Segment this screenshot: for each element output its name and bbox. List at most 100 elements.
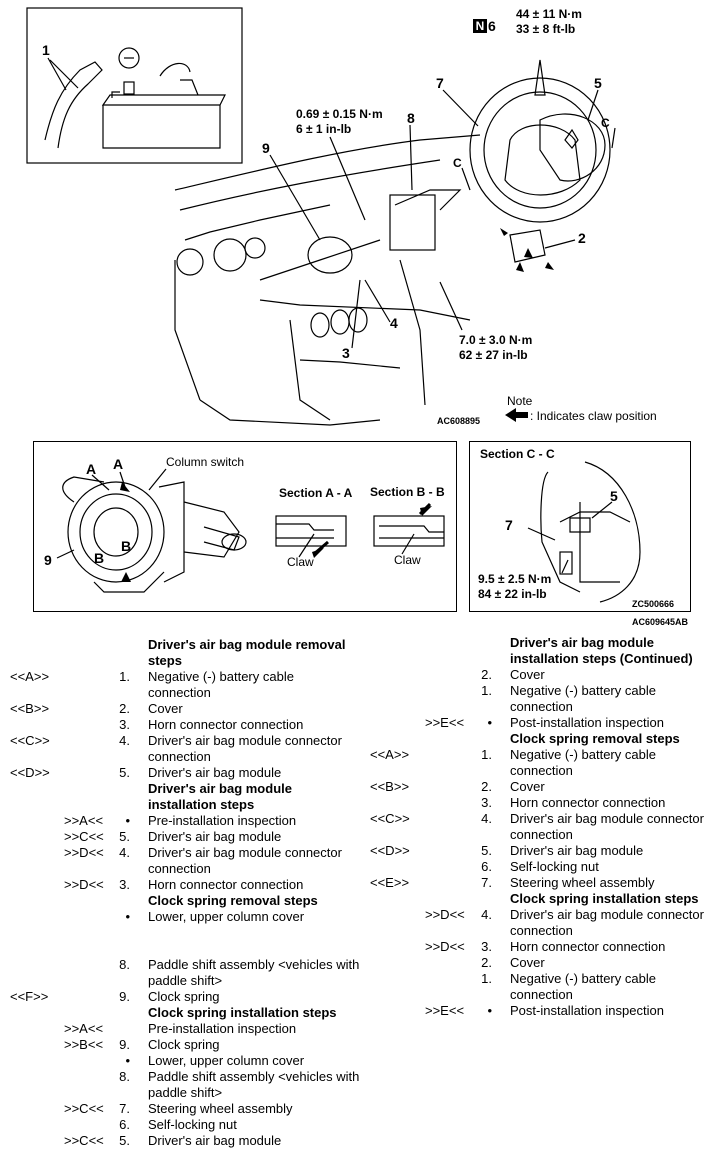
section-heading: Driver's air bag module removal steps (148, 637, 346, 668)
step-number: 7. (481, 875, 492, 890)
callout-7-cc: 7 (505, 517, 513, 533)
step-number: 4. (481, 907, 492, 922)
step-number: 2. (481, 667, 492, 682)
torque-low-inlb: 62 ± 27 in-lb (459, 348, 528, 362)
step-text: Driver's air bag module (148, 1133, 282, 1148)
step-number: 2. (481, 955, 492, 970)
callout-7: 7 (436, 75, 444, 91)
step-number: 4. (481, 811, 492, 826)
step-tag: <<A>> (370, 747, 410, 762)
callout-5: 5 (594, 75, 602, 91)
step-tag: >>A<< (64, 1021, 104, 1036)
torque-mid-inlb: 6 ± 1 in-lb (296, 122, 352, 136)
step-tag: >>C<< (64, 829, 104, 844)
step-tag: <<C>> (10, 733, 50, 748)
callout-6: 6 (488, 18, 496, 34)
step-tag: >>B<< (64, 1037, 104, 1052)
claw-arrow-icon (505, 408, 528, 422)
section-ab-drawing (56, 468, 445, 593)
step-tag: >>A<< (64, 813, 104, 828)
step-text: Cover (510, 955, 545, 970)
step-text: Post-installation inspection (510, 715, 664, 730)
step-tag: >>C<< (64, 1133, 104, 1148)
figure-code-fig: AC609645AB (632, 617, 689, 627)
step-number: • (487, 715, 492, 730)
step-number: 5. (481, 843, 492, 858)
step-text: Cover (510, 667, 545, 682)
step-text: Negative (-) battery cable connection (148, 669, 294, 700)
step-number: 3. (481, 939, 492, 954)
nut-badge-bg (473, 19, 487, 33)
step-text: Clock spring (148, 1037, 220, 1052)
section-heading: Driver's air bag module installation ste… (148, 781, 292, 812)
step-number: • (125, 813, 130, 828)
step-text: Post-installation inspection (510, 1003, 664, 1018)
step-tag: <<D>> (370, 843, 410, 858)
label-a-left: A (86, 461, 97, 477)
figure-code-cc: ZC500666 (632, 599, 675, 609)
callout-5-cc: 5 (610, 488, 618, 504)
nut-badge: N (475, 19, 485, 33)
step-text: Lower, upper column cover (148, 1053, 305, 1068)
torque-top-nm: 44 ± 11 N·m (516, 7, 582, 21)
label-claw-a: Claw (287, 555, 314, 569)
step-number: 1. (481, 747, 492, 762)
step-number: 5. (119, 829, 130, 844)
label-section-aa: Section A - A (279, 486, 353, 500)
callout-4: 4 (390, 315, 398, 331)
torque-low-nm: 7.0 ± 3.0 N·m (459, 333, 533, 347)
step-number: • (125, 909, 130, 924)
step-number: 6. (481, 859, 492, 874)
step-number: 6. (119, 1117, 130, 1132)
section-ab-panel: Column switch Section A - A Section B - … (33, 441, 457, 612)
step-number: 9. (119, 1037, 130, 1052)
step-tag: >>C<< (64, 1101, 104, 1116)
callout-9: 9 (262, 140, 270, 156)
step-number: 2. (481, 779, 492, 794)
main-diagram-drawing (26, 7, 616, 426)
step-text: Cover (148, 701, 183, 716)
callout-c-left: C (453, 156, 462, 170)
step-tag: >>D<< (64, 877, 104, 892)
step-text: Driver's air bag module (148, 765, 282, 780)
step-tag: >>D<< (64, 845, 104, 860)
note-title: Note (507, 394, 533, 408)
step-number: 3. (119, 717, 130, 732)
step-tag: <<F>> (10, 989, 49, 1004)
section-heading: Clock spring removal steps (510, 731, 680, 746)
callout-3: 3 (342, 345, 350, 361)
step-number: • (125, 1053, 130, 1068)
step-number: 2. (119, 701, 130, 716)
label-column-switch: Column switch (166, 455, 245, 469)
torque-mid-nm: 0.69 ± 0.15 N·m (296, 107, 383, 121)
step-text: Driver's air bag module connector connec… (148, 845, 342, 876)
label-a-right: A (113, 456, 124, 472)
step-tag: >>E<< (425, 715, 465, 730)
step-number: 3. (119, 877, 130, 892)
section-heading: Clock spring removal steps (148, 893, 318, 908)
step-text: Negative (-) battery cable connection (510, 747, 656, 778)
step-tag: >>D<< (425, 907, 465, 922)
step-text: Steering wheel assembly (510, 875, 655, 890)
label-b-lower: B (94, 550, 105, 566)
torque-cc-nm: 9.5 ± 2.5 N·m (478, 572, 552, 586)
step-text: Negative (-) battery cable connection (510, 683, 656, 714)
step-text: Horn connector connection (148, 717, 304, 732)
arrow-b-icon (420, 506, 432, 516)
step-text: Horn connector connection (510, 939, 666, 954)
section-cc-panel: Section C - C 7 5 9.5 ± 2.5 N·m 84 ± 22 … (469, 441, 691, 612)
step-number: 5. (119, 765, 130, 780)
step-number: 1. (481, 971, 492, 986)
callout-2: 2 (578, 230, 586, 246)
step-text: Horn connector connection (510, 795, 666, 810)
step-number: 5. (119, 1133, 130, 1148)
section-heading: Clock spring installation steps (510, 891, 699, 906)
torque-cc-inlb: 84 ± 22 in-lb (478, 587, 547, 601)
callout-c-right: C (601, 116, 610, 130)
step-number: 4. (119, 845, 130, 860)
torque-top-ftlb: 33 ± 8 ft-lb (516, 22, 576, 36)
arrow-a-icon (312, 548, 324, 558)
step-text: Driver's air bag module connector connec… (510, 907, 704, 938)
note-text: : Indicates claw position (530, 409, 657, 423)
step-tag: >>D<< (425, 939, 465, 954)
